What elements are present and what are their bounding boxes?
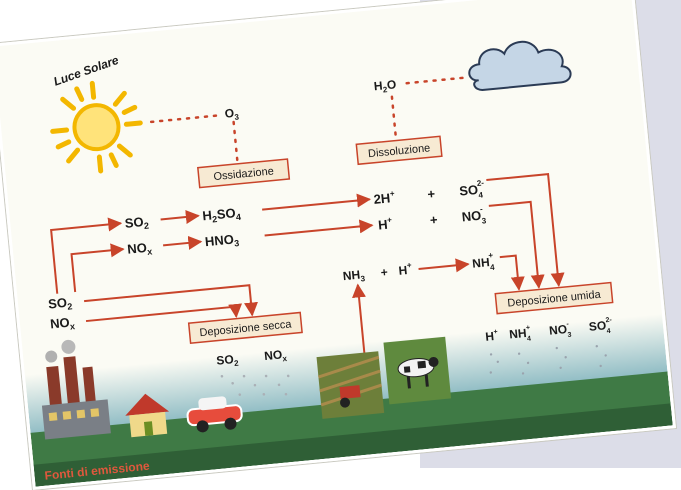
car-icon (186, 396, 243, 433)
sun-icon (50, 80, 143, 174)
arrow-nox-hno3 (163, 235, 203, 250)
arrow-hno3-ions (264, 219, 374, 237)
species-2h: 2H+ (373, 189, 396, 207)
source-nox: NOx (49, 314, 75, 333)
species-h2o: H2O (373, 77, 397, 95)
species-o3: O3 (224, 105, 240, 122)
source-so2: SO2 (47, 294, 72, 313)
arrow-so2-dry (84, 284, 258, 317)
box-deposizione-umida: Deposizione umida (494, 281, 614, 315)
ozone-oxidation-link (232, 120, 239, 166)
species-no3: NO3- (461, 204, 487, 227)
wet-products: H+ NH4+ NO3- SO42- (485, 317, 614, 345)
species-so4: SO42- (458, 178, 486, 201)
box-dissoluzione: Dissoluzione (355, 135, 443, 166)
factory-icon (41, 339, 111, 440)
species-h2so4: H2SO4 (202, 205, 242, 226)
dry-particles (220, 374, 290, 396)
species-h-row3: H+ (398, 261, 413, 278)
cow-icon (383, 336, 452, 405)
house-icon (125, 393, 170, 438)
water-dissolution-link (390, 95, 398, 142)
wet-no3: NO3- (548, 321, 572, 341)
svg-text:Dissoluzione: Dissoluzione (368, 142, 431, 160)
dry-nox: NOx (264, 347, 288, 365)
box-ossidazione: Ossidazione (197, 158, 291, 189)
plus-1: + (427, 186, 436, 202)
cloud-icon (468, 40, 572, 91)
plus-3: + (380, 265, 388, 280)
box-deposizione-secca: Deposizione secca (187, 311, 303, 344)
species-nox: NOx (127, 239, 153, 258)
sun-ozone-link (149, 113, 223, 124)
water-cloud-link (405, 76, 468, 85)
wet-nh4: NH4+ (508, 325, 531, 345)
species-so2: SO2 (124, 214, 149, 233)
footer-bar (33, 403, 673, 487)
dry-so2: SO2 (216, 352, 240, 370)
sun-label: Luce Solare (52, 53, 121, 89)
species-nh4: NH4+ (471, 251, 495, 274)
species-nh3: NH3 (342, 267, 366, 285)
wet-h: H+ (485, 329, 499, 344)
arrow-nh3-nh4 (418, 258, 470, 273)
species-h-row2: H+ (377, 215, 393, 232)
arrow-source-nox (70, 243, 125, 293)
tractor-field-icon (316, 351, 385, 419)
wet-so4: SO42- (588, 317, 614, 337)
arrow-h2so4-ions (262, 193, 372, 211)
arrow-source-so2 (50, 217, 123, 294)
arrow-nh4-wet (499, 254, 525, 291)
arrow-nox-dry (85, 303, 243, 323)
arrow-no3-wet (488, 200, 545, 289)
svg-text:Ossidazione: Ossidazione (213, 165, 274, 183)
species-hno3: HNO3 (204, 231, 239, 251)
wet-rain-drops (489, 345, 607, 375)
arrow-so2-h2so4 (160, 210, 200, 224)
plus-2: + (429, 212, 438, 228)
arrow-so4-wet (486, 173, 565, 287)
